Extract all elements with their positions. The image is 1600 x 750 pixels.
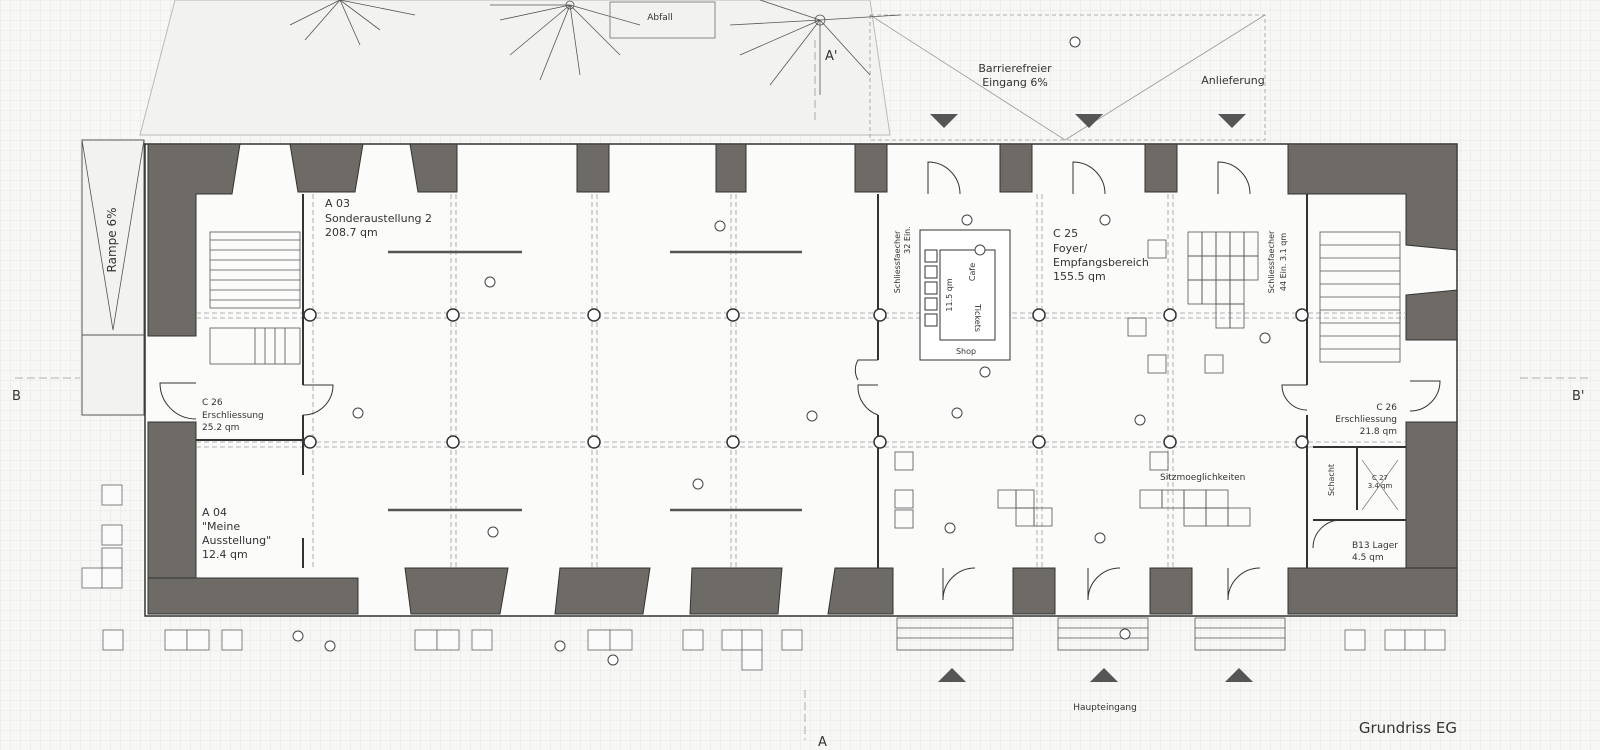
sitzmoeglichkeiten-label: Sitzmoeglichkeiten: [1160, 473, 1245, 483]
room-c26-right-name: Erschliessung: [1335, 415, 1397, 425]
section-line: [15, 40, 1590, 740]
section-mark-b-left: B: [12, 389, 21, 404]
column: [303, 308, 1309, 449]
cafe-area-label: 11.5 qm: [945, 278, 954, 311]
seating: [894, 451, 1251, 529]
room-c26-left-area: 25.2 qm: [202, 423, 239, 433]
structural-grid: [196, 194, 1406, 568]
schliessfaecher-right-2: 44 Ein. 3.1 qm: [1279, 233, 1288, 292]
shop-label: Shop: [956, 347, 976, 356]
entrance-arrow-icon: [930, 114, 1253, 682]
schliessfaecher-right-1: Schliessfaecher: [1267, 230, 1276, 293]
tree-icon: [490, 0, 641, 81]
schliessfaecher-left-2: 32 Ein.: [903, 226, 912, 254]
schliessfaecher-left-1: Schliessfaecher: [893, 230, 902, 293]
room-a04-code: A 04: [202, 506, 227, 519]
service-counter: [919, 229, 1011, 361]
room-a03-code: A 03: [325, 197, 350, 210]
room-c26-left-code: C 26: [202, 398, 223, 408]
room-c25-name-2: Empfangsbereich: [1053, 256, 1149, 269]
staircase: [209, 231, 301, 365]
wall: [147, 143, 1458, 615]
barrierefrei-label-2: Eingang 6%: [982, 76, 1048, 89]
staircase: [1319, 231, 1401, 363]
ramp: [81, 139, 145, 336]
tree-icon: [289, 0, 416, 46]
haupteingang-label: Haupteingang: [1073, 703, 1137, 713]
waste-area: [609, 1, 716, 39]
room-c25-code: C 25: [1053, 227, 1078, 240]
section-mark-a-bottom: A: [818, 735, 827, 750]
room-c27-code: C 27: [1372, 474, 1388, 482]
rampe-label: Rampe 6%: [105, 208, 119, 273]
person-icon: [292, 36, 1271, 666]
exterior-seating: [81, 484, 1446, 671]
room-c25-name-1: Foyer/: [1053, 242, 1087, 255]
room-a03-name: Sonderaustellung 2: [325, 212, 432, 225]
room-a04-name-2: Ausstellung": [202, 534, 271, 547]
barrierefrei-label: Barrierefreier: [978, 62, 1052, 75]
display-wall: [388, 250, 802, 512]
room-b13-code: B13 Lager: [1352, 541, 1398, 551]
room-c26-right-area: 21.8 qm: [1360, 427, 1397, 437]
room-c26-right-code: C 26: [1376, 403, 1397, 413]
room-b13-area: 4.5 qm: [1352, 553, 1384, 563]
room-a04-name-1: "Meine: [202, 520, 240, 533]
room-c25-area: 155.5 qm: [1053, 270, 1106, 283]
section-mark-b-right: B': [1572, 389, 1585, 404]
tickets-label: Tickets: [973, 303, 982, 332]
exterior-terrace: [139, 0, 891, 136]
plan-title: Grundriss EG: [1359, 719, 1457, 737]
abfall-label: Abfall: [647, 13, 673, 23]
room-a03-area: 208.7 qm: [325, 226, 378, 239]
cafe-label: Cafe: [968, 263, 977, 281]
room-a04-area: 12.4 qm: [202, 548, 248, 561]
section-mark-a-top: A': [825, 49, 837, 64]
partition-wall: [196, 194, 1406, 568]
anlieferung-label: Anlieferung: [1201, 74, 1264, 87]
room-c26-left-name: Erschliessung: [202, 411, 264, 421]
entrance-steps: [896, 617, 1286, 651]
schacht-label: Schacht: [1327, 464, 1336, 496]
door: [159, 161, 1441, 601]
room-c27-area: 3.4 qm: [1368, 482, 1393, 490]
entrance-ramp-area: [869, 14, 1266, 141]
locker-block: [1127, 231, 1259, 374]
tree-icon: [729, 0, 901, 95]
building-outline: [144, 143, 1458, 617]
